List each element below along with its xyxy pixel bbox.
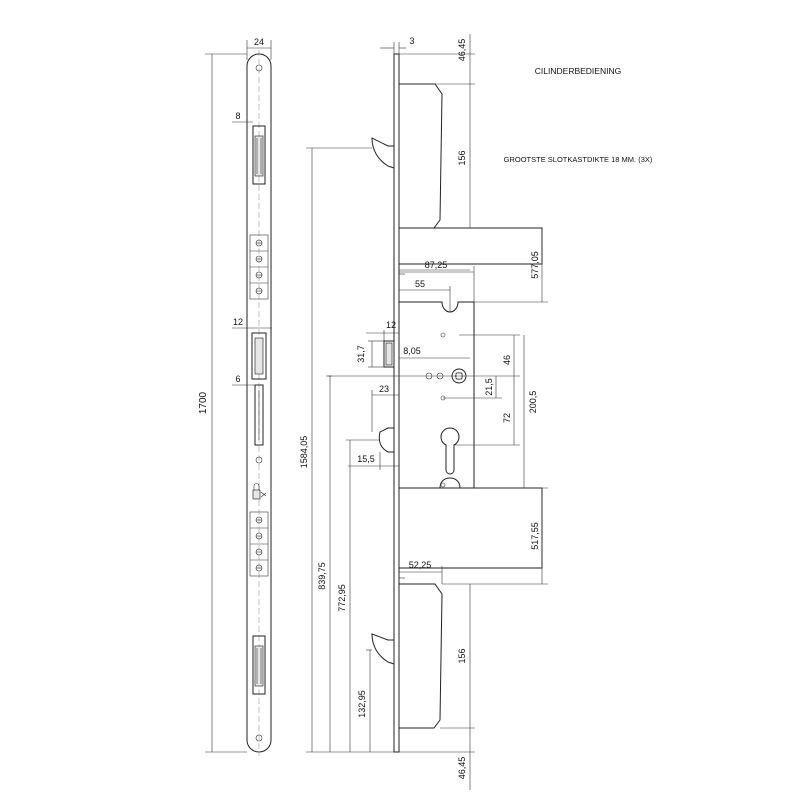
- note-operation: CILINDERBEDIENING: [535, 66, 621, 76]
- dim-spindle-72: 72: [502, 413, 512, 423]
- deadbolt-opening: [254, 384, 264, 446]
- dim-lower-hook: 156: [457, 648, 467, 663]
- lower-hook-bolt: [371, 583, 443, 729]
- dim-upper-slot: 8: [235, 111, 240, 121]
- lock-case: [378, 301, 475, 489]
- dim-latch-width: 12: [386, 320, 396, 330]
- dim-case-height: 200,5: [528, 391, 538, 414]
- dim-lower-slot: 6: [235, 374, 240, 384]
- lower-hook-opening: [252, 635, 266, 695]
- dim-lower-gap: 517,55: [530, 522, 540, 550]
- dim-772: 772,95: [337, 584, 347, 612]
- dim-839: 839,75: [317, 562, 327, 590]
- dim-top-end: 46,45: [457, 39, 467, 62]
- dim-width-24: 24: [254, 37, 264, 47]
- upper-hook-bolt: [371, 83, 443, 229]
- dim-bolt-depth: 23: [379, 384, 389, 394]
- dim-bottom-end: 46,45: [457, 757, 467, 780]
- dim-latch-height: 31,7: [356, 345, 366, 363]
- dim-spindle-46: 46: [502, 355, 512, 365]
- dim-lower-depth: 52,25: [409, 560, 432, 570]
- dim-latch-offset: 8,05: [403, 346, 421, 356]
- upper-screw-cluster: [249, 234, 269, 300]
- padlock-icon: [252, 483, 267, 500]
- dim-upper-hook: 156: [457, 150, 467, 165]
- side-view: 3 46,45 156 577,05 87,25 55 12 31,7: [299, 34, 548, 790]
- note-case-thickness: GROOTSTE SLOTKASTDIKTE 18 MM. (3X): [504, 155, 653, 164]
- dim-case-depth: 87,25: [425, 260, 448, 270]
- dim-spindle-21: 21,5: [484, 378, 494, 396]
- dim-total-height: 1700: [198, 391, 209, 414]
- dim-upper-gap: 577,05: [530, 251, 540, 279]
- latch-opening: [251, 332, 267, 380]
- dim-backset: 55: [415, 279, 425, 289]
- upper-hook-opening: [252, 125, 266, 185]
- front-view: 24 8 12 6 1700: [198, 37, 272, 756]
- dim-middle-slot: 12: [233, 317, 243, 327]
- dim-132: 132,95: [357, 690, 367, 718]
- lower-screw-cluster: [249, 511, 269, 577]
- dim-bolt-offset: 15,5: [357, 454, 375, 464]
- dim-1584: 1584,05: [299, 436, 309, 469]
- dim-offset-3: 3: [409, 36, 414, 46]
